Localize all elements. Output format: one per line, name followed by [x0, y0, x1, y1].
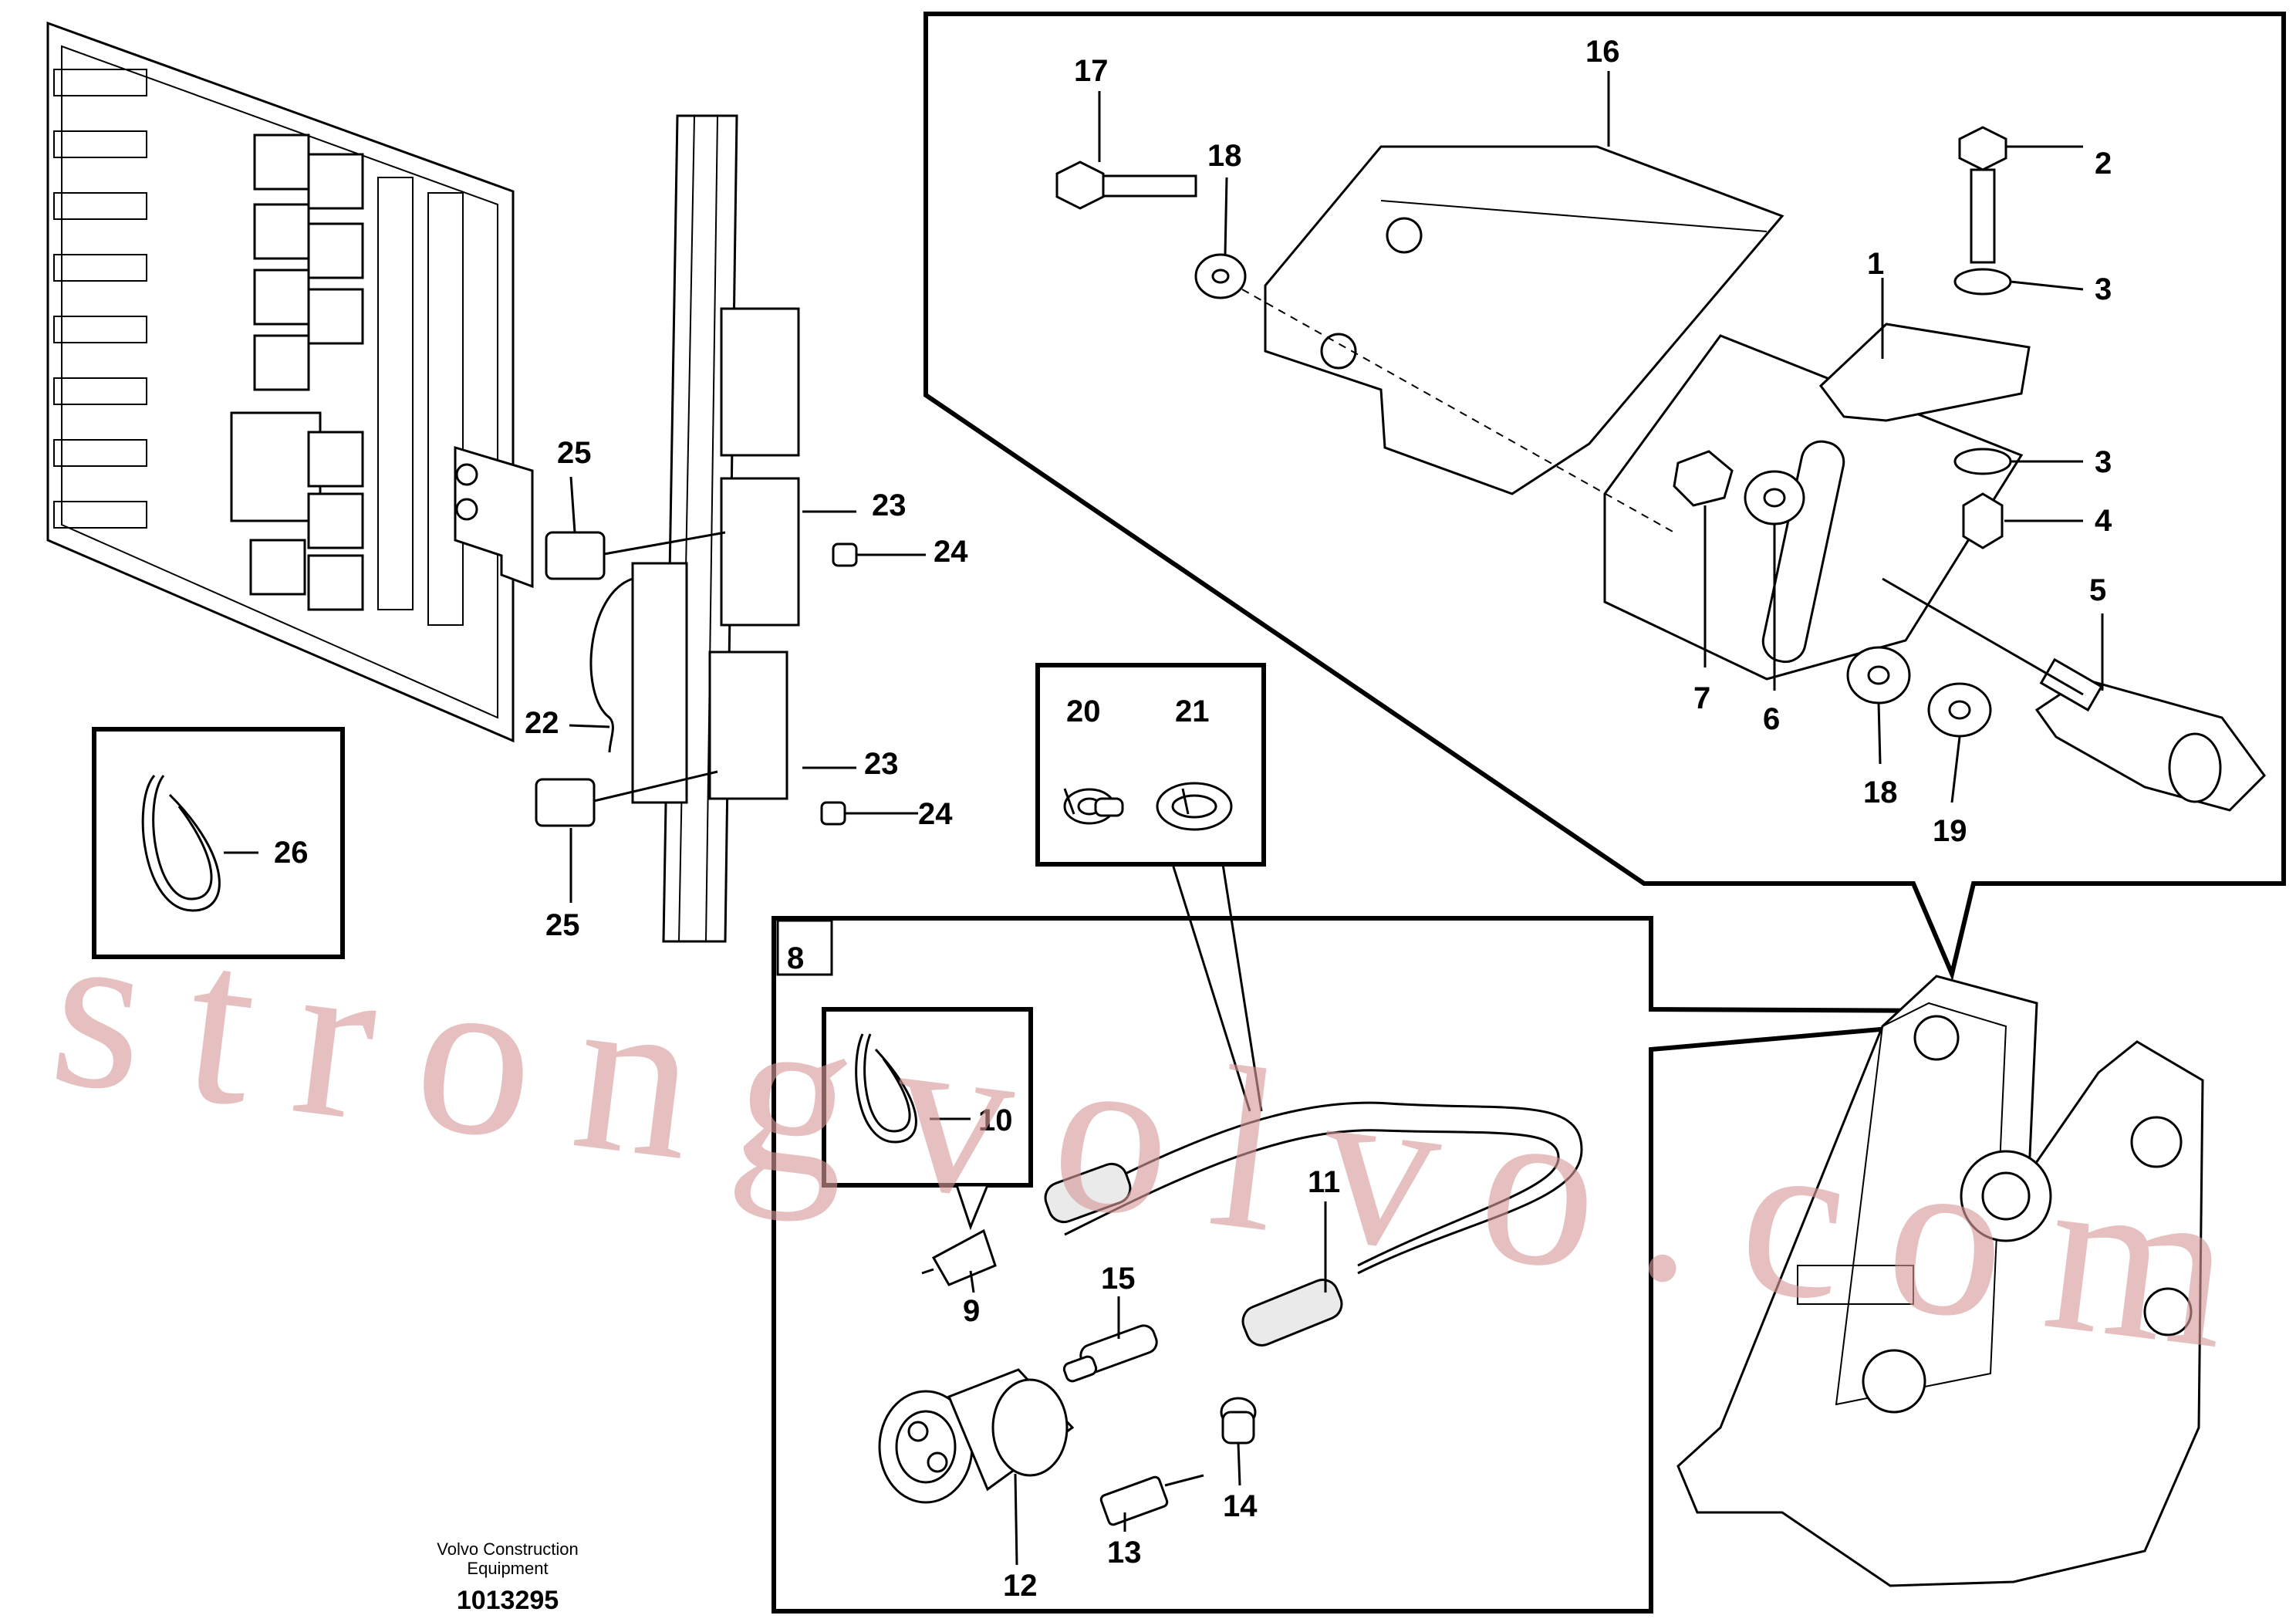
- callout-label: 10: [978, 1103, 1013, 1137]
- callout-label: 15: [1101, 1262, 1136, 1296]
- screw-bottom: [820, 801, 918, 826]
- callout-label: 20: [1066, 694, 1101, 728]
- circuit-board: [46, 21, 534, 743]
- callout-label: 17: [1074, 54, 1109, 88]
- relay-module-bottom: [535, 770, 718, 827]
- callout-label: 2: [2095, 147, 2112, 181]
- callout-label: 4: [2095, 504, 2112, 538]
- callout-label: 25: [545, 908, 580, 942]
- callout-label: 24: [918, 797, 953, 831]
- callout-label: 7: [1693, 681, 1710, 715]
- wire-harness: [589, 577, 633, 753]
- watermark: strongvolvo.com: [40, 876, 2288, 1403]
- callout-label: 3: [2095, 445, 2112, 479]
- footer: Volvo Construction Equipment 1013295: [437, 1539, 578, 1615]
- callout-label: 13: [1107, 1536, 1142, 1570]
- company-name-line1: Volvo Construction: [437, 1539, 578, 1559]
- bracket-detail-box: [923, 12, 2286, 982]
- callout-label: 26: [274, 836, 309, 870]
- callout-labels: 1 2 3 3 4 5 6 7 8 9 10 11 12 13 14 15 16…: [274, 35, 2112, 1603]
- callout-label: 5: [2089, 573, 2106, 607]
- callout-label: 16: [1585, 35, 1620, 69]
- machine-frame: [1676, 975, 2204, 1587]
- cable-tie-inset: [92, 727, 345, 959]
- drawing-number: 1013295: [457, 1586, 559, 1615]
- callout-label: 1: [1867, 247, 1884, 281]
- callout-label: 23: [864, 747, 899, 781]
- clamp-inset: [1035, 663, 1266, 1112]
- cable-assembly-box: [772, 916, 1962, 1614]
- screw-top: [832, 542, 926, 567]
- callout-label: 9: [963, 1294, 980, 1328]
- callout-label: 3: [2095, 272, 2112, 306]
- callout-label: 23: [872, 488, 907, 522]
- din-rail: [631, 114, 800, 943]
- callout-label: 18: [1207, 139, 1242, 173]
- company-name-line2: Equipment: [467, 1559, 548, 1578]
- callout-label: 18: [1863, 776, 1898, 809]
- callout-label: 24: [934, 535, 968, 569]
- callout-label: 22: [525, 706, 559, 740]
- leader-lines: [569, 71, 2104, 1566]
- relay-module-top: [545, 531, 726, 580]
- callout-label: 25: [557, 436, 592, 470]
- callout-label: 12: [1003, 1569, 1038, 1603]
- callout-label: 11: [1308, 1165, 1340, 1199]
- callout-label: 14: [1223, 1489, 1258, 1523]
- callout-label: 21: [1175, 694, 1210, 728]
- callout-label: 19: [1933, 814, 1967, 848]
- callout-label: 6: [1763, 702, 1780, 736]
- callout-label: 8: [787, 941, 804, 975]
